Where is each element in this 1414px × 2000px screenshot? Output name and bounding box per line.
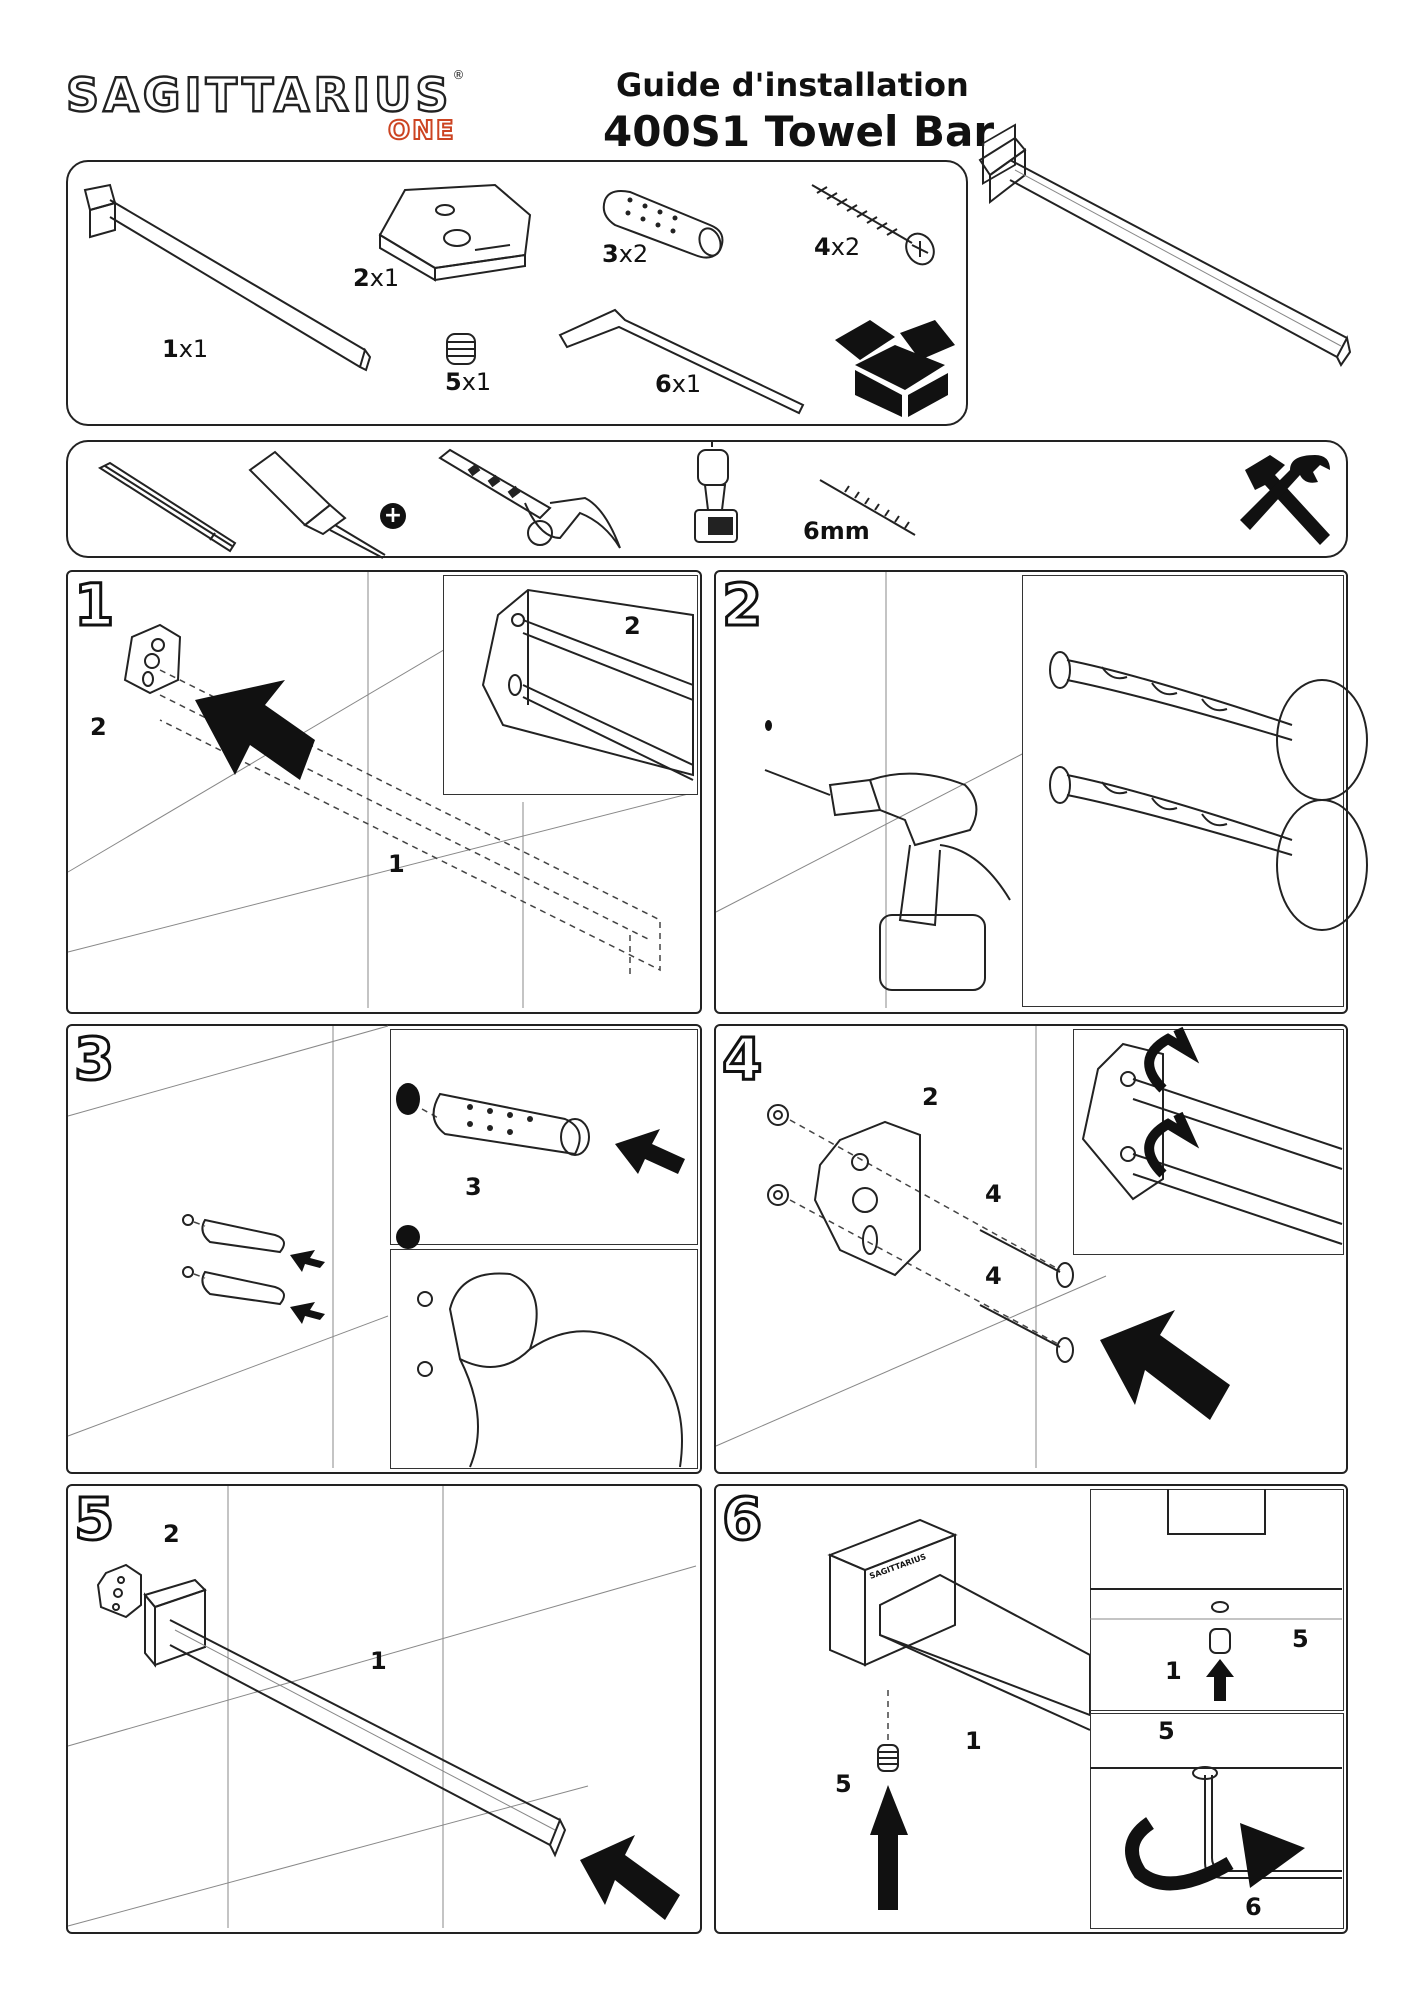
brand-sub: ONE (387, 115, 456, 147)
step-5-towel-bar-icon (143, 1578, 567, 1858)
step-1-number: 1 (72, 571, 115, 639)
step-4-number: 4 (720, 1025, 763, 1093)
step-4-inset (1073, 1029, 1344, 1255)
part-3-label: 3x2 (602, 240, 649, 268)
drill-bit-icon (819, 479, 916, 536)
step-6-inset-top-drawing (1090, 1489, 1342, 1701)
step-1-inset-label-2: 2 (624, 612, 641, 640)
brand-logo: SAGITTARIUS® ONE (65, 67, 465, 147)
step-3-label-3: 3 (465, 1173, 482, 1201)
pencil-icon (97, 461, 237, 553)
step-1-inset-drawing (481, 588, 694, 781)
step-5-arrow-icon (580, 1835, 680, 1920)
step-6-inset-bottom (1090, 1713, 1344, 1929)
step-4-label-2: 2 (922, 1083, 939, 1111)
step-2-inset (1022, 575, 1344, 1007)
registered-mark: ® (452, 68, 465, 82)
hammer-icon (438, 448, 621, 549)
screwdriver-icon (248, 450, 386, 559)
step-5-bracket-icon (96, 1563, 142, 1619)
step-1-arrow-icon (195, 680, 315, 780)
step-3-wall-lines (67, 1025, 389, 1468)
step-6-inset-label-5: 1 (1165, 1657, 1182, 1685)
step-6-label-5: 5 (835, 1770, 852, 1798)
step-4-arrow-icon (1100, 1310, 1230, 1420)
step-6-inset-bottom-drawing (1090, 1766, 1342, 1891)
part-6-label: 6x1 (655, 370, 702, 398)
step-2-hole-mark (765, 720, 772, 731)
step-5-wall-lines (67, 1486, 697, 1928)
phillips-plus-icon: + (380, 503, 406, 529)
step-3-wall-plugs-icon (182, 1214, 325, 1324)
drill-size-label: 6mm (803, 517, 870, 545)
box-icon (835, 320, 955, 417)
step-1-bracket-icon (123, 623, 182, 695)
step-2-number: 2 (720, 571, 763, 639)
brand-name: SAGITTARIUS (65, 67, 453, 123)
part-hex-key-icon (558, 308, 805, 415)
step-4-label-4b: 4 (985, 1262, 1002, 1290)
part-wall-plug-icon (602, 190, 724, 259)
step-6-inset-label-5b: 5 (1158, 1717, 1175, 1745)
step-3-number: 3 (72, 1025, 115, 1093)
step-5-number: 5 (72, 1485, 115, 1553)
step-1-label-1: 1 (388, 850, 405, 878)
part-1-label: 1x1 (162, 335, 209, 363)
step-3-inset-bottom (390, 1249, 698, 1469)
step-4-bracket-screws-icon (767, 1104, 1074, 1363)
step-2-wall-lines (715, 572, 1027, 1008)
step-6-towel-bar-icon (827, 1518, 1091, 1731)
part-4-label: 4x2 (814, 233, 861, 261)
step-3-inset-top-drawing (396, 1083, 685, 1249)
part-towel-bar-icon (83, 183, 372, 372)
step-6-label-1: 1 (965, 1727, 982, 1755)
tools-icon (1240, 455, 1330, 545)
drill-icon (694, 441, 738, 543)
guide-title: Guide d'installation (616, 66, 969, 104)
step-2-inset-drill-bits (1049, 651, 1368, 931)
step-5-label-2: 2 (163, 1520, 180, 1548)
part-2-label: 2x1 (353, 264, 400, 292)
step-3-inset-bottom-drawing (417, 1272, 683, 1468)
step-6-inset-label-6: 6 (1245, 1893, 1262, 1921)
step-6-number: 6 (720, 1485, 763, 1553)
part-screw-icon (811, 184, 935, 266)
step-5-label-1: 1 (370, 1647, 387, 1675)
part-bracket-icon (378, 183, 532, 282)
step-4-label-4a: 4 (985, 1180, 1002, 1208)
step-2-drill-icon (764, 769, 1011, 991)
part-set-screw-icon (446, 333, 476, 365)
hero-towel-bar-icon (978, 123, 1352, 367)
step-4-wall-lines (715, 1026, 1107, 1468)
step-1-label-2: 2 (90, 713, 107, 741)
step-6-inset-label-1: 5 (1292, 1625, 1309, 1653)
step-6-set-screw-icon (870, 1690, 908, 1910)
step-4-inset-drawing (1081, 1026, 1343, 1245)
part-5-label: 5x1 (445, 368, 492, 396)
model-title: 400S1 Towel Bar (603, 107, 995, 156)
